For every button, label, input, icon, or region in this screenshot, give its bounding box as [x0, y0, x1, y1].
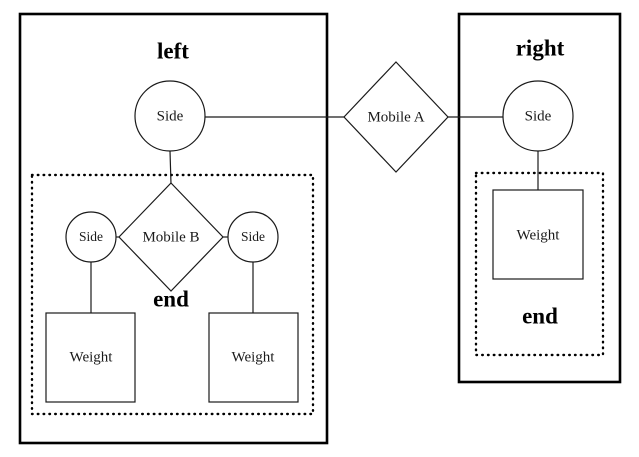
group-box-left-end: [30, 173, 315, 416]
node-side-left-inner-left[interactable]: Side: [65, 211, 117, 263]
group-label-left-end: end: [153, 286, 189, 311]
weight-right-1-label: Weight: [517, 227, 561, 243]
mobile-b-diamond: [118, 182, 224, 292]
mobile-a-label: Mobile A: [367, 109, 424, 125]
side-left-top-circle: [134, 80, 206, 152]
node-weight-right-1[interactable]: Weight: [492, 189, 584, 280]
edge-side-left-to-mobile-b: [169, 150, 172, 185]
side-left-inner-left-circle: [65, 211, 117, 263]
side-left-inner-left-label: Side: [79, 229, 103, 244]
side-left-top-label: Side: [157, 108, 184, 124]
weight-left-1-rect: [45, 312, 136, 403]
node-side-left-inner-right[interactable]: Side: [227, 211, 279, 263]
weight-left-1-label: Weight: [70, 349, 114, 365]
node-weight-left-2[interactable]: Weight: [208, 312, 299, 403]
group-label-left: left: [157, 38, 189, 63]
node-side-left-top[interactable]: Side: [134, 80, 206, 152]
group-box-left: [18, 12, 329, 445]
group-box-right-end: [474, 171, 605, 357]
weight-left-2-rect: [208, 312, 299, 403]
node-mobile-b[interactable]: Mobile B: [118, 182, 224, 292]
mobile-b-label: Mobile B: [142, 229, 199, 245]
mobile-a-diamond: [343, 61, 449, 173]
weight-left-2-label: Weight: [232, 349, 276, 365]
side-left-inner-right-circle: [227, 211, 279, 263]
node-weight-left-1[interactable]: Weight: [45, 312, 136, 403]
node-side-right-top[interactable]: Side: [502, 80, 574, 152]
group-label-right: right: [516, 35, 565, 60]
side-right-top-circle: [502, 80, 574, 152]
side-left-inner-right-label: Side: [241, 229, 265, 244]
group-box-right: [457, 12, 622, 384]
weight-right-1-rect: [492, 189, 584, 280]
node-mobile-a[interactable]: Mobile A: [343, 61, 449, 173]
side-right-top-label: Side: [525, 108, 552, 124]
group-label-right-end: end: [522, 303, 558, 328]
